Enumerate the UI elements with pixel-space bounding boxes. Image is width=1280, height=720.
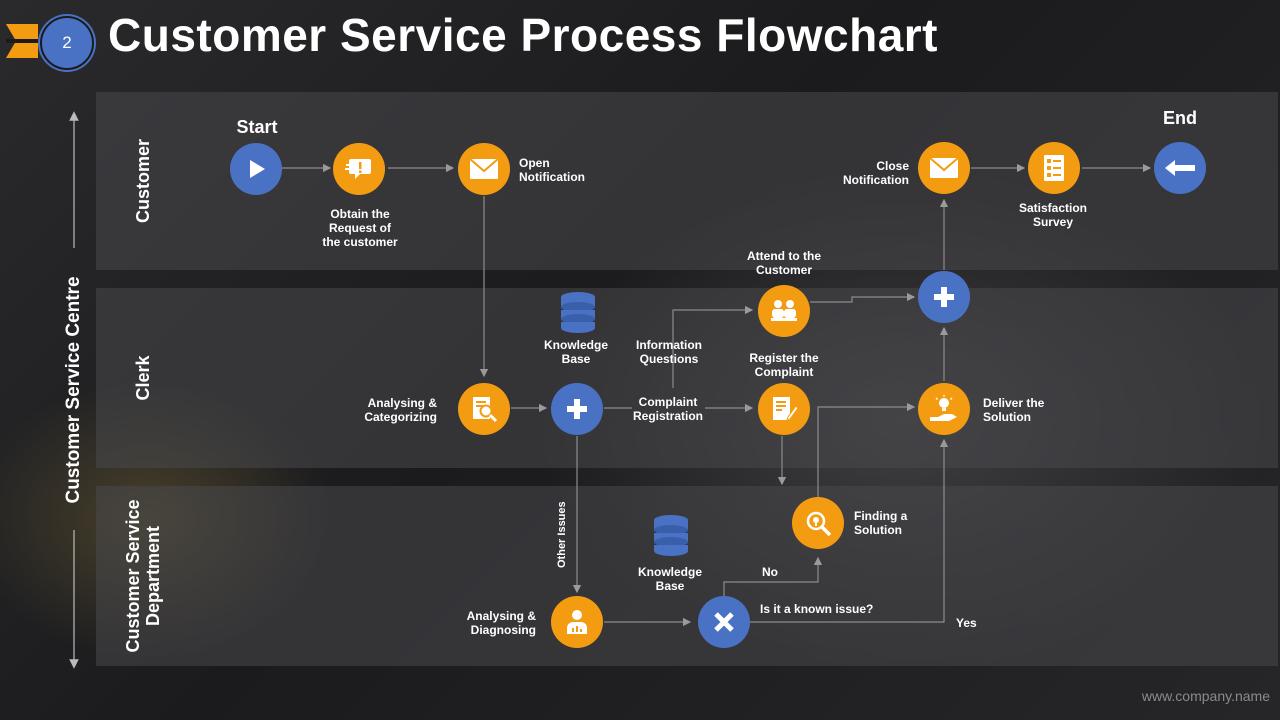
complaint-registration-line1: Complaint bbox=[638, 395, 698, 409]
register-complaint-line2: Complaint bbox=[754, 365, 814, 379]
close-notification-label: Close Notification bbox=[843, 159, 909, 187]
play-icon bbox=[250, 160, 265, 178]
analysing-categorizing-node[interactable] bbox=[458, 383, 510, 435]
attend-customer-line1: Attend to the bbox=[747, 249, 821, 263]
obtain-request-node[interactable] bbox=[333, 143, 385, 195]
obtain-request-line2: Request of bbox=[328, 221, 392, 235]
attend-customer-label: Attend to the Customer bbox=[747, 249, 821, 277]
close-x-icon bbox=[714, 612, 734, 632]
knowledge-base-dept-line2: Base bbox=[655, 579, 685, 593]
merge-plus-node-clerk[interactable] bbox=[551, 383, 603, 435]
start-label: Start bbox=[236, 117, 278, 137]
satisfaction-survey-label: Satisfaction Survey bbox=[1019, 201, 1087, 229]
finding-solution-node[interactable] bbox=[792, 497, 844, 549]
merge-plus-node-top[interactable] bbox=[918, 271, 970, 323]
close-notification-line1: Close bbox=[876, 159, 909, 173]
satisfaction-survey-line1: Satisfaction bbox=[1018, 201, 1088, 215]
complaint-registration-label: Complaint Registration bbox=[633, 395, 703, 423]
register-complaint-line1: Register the bbox=[749, 351, 819, 365]
close-notification-line2: Notification bbox=[843, 173, 909, 187]
register-complaint-label: Register the Complaint bbox=[749, 351, 818, 379]
envelope-icon bbox=[929, 157, 959, 178]
satisfaction-survey-line2: Survey bbox=[1032, 215, 1074, 229]
obtain-request-line1: Obtain the bbox=[330, 207, 390, 221]
document-search-icon bbox=[473, 397, 498, 423]
start-node[interactable] bbox=[230, 143, 282, 195]
analysing-diagnosing-label: Analysing & Diagnosing bbox=[467, 609, 536, 637]
deliver-solution-line2: Solution bbox=[983, 410, 1031, 424]
attend-customer-node[interactable] bbox=[758, 285, 810, 337]
known-issue-decision-node[interactable] bbox=[698, 596, 750, 648]
page-title: Customer Service Process Flowchart bbox=[108, 9, 938, 61]
analysing-diagnosing-line1: Analysing & bbox=[466, 609, 536, 623]
known-issue-question-label: Is it a known issue? bbox=[760, 602, 874, 616]
analysing-categorizing-label: Analysing & Categorizing bbox=[364, 396, 437, 424]
deliver-solution-label: Deliver the Solution bbox=[983, 396, 1044, 424]
end-label: End bbox=[1163, 108, 1197, 128]
knowledge-base-dept-label: Knowledge Base bbox=[638, 565, 702, 593]
knowledge-base-dept-icon bbox=[652, 514, 690, 561]
other-issues-label: Other Issues bbox=[556, 501, 568, 568]
information-questions-label: Information Questions bbox=[636, 338, 702, 366]
people-meeting-icon bbox=[771, 300, 797, 321]
knowledge-base-clerk-line2: Base bbox=[561, 352, 591, 366]
title-bar: 2 Customer Service Process Flowchart bbox=[0, 0, 1280, 78]
analysing-diagnosing-node[interactable] bbox=[551, 596, 603, 648]
envelope-icon bbox=[469, 158, 499, 179]
lane-department bbox=[96, 486, 1278, 666]
end-node[interactable] bbox=[1154, 142, 1206, 194]
open-notification-line2: Notification bbox=[519, 170, 585, 184]
knowledge-base-clerk-label: Knowledge Base bbox=[544, 338, 608, 366]
yes-label: Yes bbox=[956, 616, 977, 630]
information-questions-line1: Information bbox=[636, 338, 702, 352]
finding-solution-label: Finding a Solution bbox=[854, 509, 907, 537]
satisfaction-survey-node[interactable] bbox=[1028, 142, 1080, 194]
deliver-solution-node[interactable] bbox=[918, 383, 970, 435]
knowledge-base-clerk-icon bbox=[559, 291, 597, 338]
close-notification-node[interactable] bbox=[918, 142, 970, 194]
page-number-badge: 2 bbox=[40, 16, 94, 70]
checklist-icon bbox=[1044, 155, 1064, 181]
ribbon-icon bbox=[6, 24, 38, 58]
register-complaint-node[interactable] bbox=[758, 383, 810, 435]
complaint-registration-line2: Registration bbox=[632, 409, 704, 423]
analysing-categorizing-line2: Categorizing bbox=[364, 410, 437, 424]
finding-solution-line2: Solution bbox=[854, 523, 902, 537]
obtain-request-line3: the customer bbox=[322, 235, 398, 249]
knowledge-base-dept-line1: Knowledge bbox=[637, 565, 703, 579]
side-label-customer-service-centre: Customer Service Centre bbox=[63, 276, 84, 504]
open-notification-node[interactable] bbox=[458, 143, 510, 195]
analysing-categorizing-line1: Analysing & bbox=[367, 396, 437, 410]
knowledge-base-clerk-line1: Knowledge bbox=[543, 338, 609, 352]
footer-url[interactable]: www.company.name bbox=[1141, 688, 1270, 704]
plus-icon bbox=[567, 399, 587, 419]
attend-customer-line2: Customer bbox=[755, 263, 812, 277]
lane-customer bbox=[96, 92, 1278, 270]
document-edit-icon bbox=[773, 397, 798, 421]
analysing-diagnosing-line2: Diagnosing bbox=[470, 623, 536, 637]
information-questions-line2: Questions bbox=[639, 352, 699, 366]
person-analysis-icon bbox=[567, 610, 587, 634]
deliver-solution-line1: Deliver the bbox=[983, 396, 1045, 410]
open-notification-line1: Open bbox=[519, 156, 550, 170]
plus-icon bbox=[934, 287, 954, 307]
hand-lightbulb-icon bbox=[930, 395, 957, 421]
search-idea-icon bbox=[806, 511, 832, 537]
no-label: No bbox=[762, 565, 778, 579]
chat-alert-icon bbox=[345, 159, 371, 179]
arrow-left-icon bbox=[1165, 160, 1195, 176]
finding-solution-line1: Finding a bbox=[854, 509, 908, 523]
open-notification-label: Open Notification bbox=[519, 156, 585, 184]
obtain-request-label: Obtain the Request of the customer bbox=[322, 207, 397, 249]
lane-clerk bbox=[96, 288, 1278, 468]
